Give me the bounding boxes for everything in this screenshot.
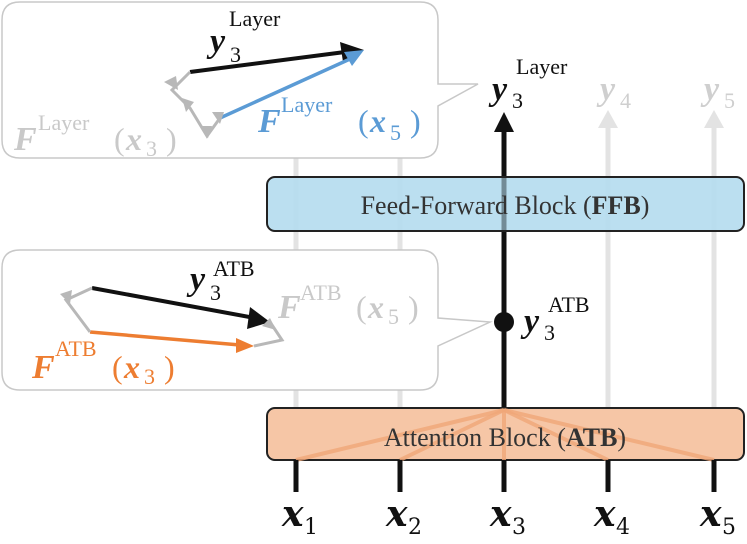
input-x4: x — [593, 493, 616, 535]
atb-black-vector — [91, 286, 256, 320]
input-x3-sub: 3 — [512, 515, 526, 539]
layer-gray-path — [169, 70, 222, 139]
output-y3-sup: Layer — [516, 54, 568, 79]
arrow-y4-faded — [598, 110, 618, 128]
input-subscripts: 1 2 3 4 5 — [304, 515, 736, 540]
atb-f-gray-arg-sub: 5 — [388, 304, 399, 329]
layer-f-blue-sup: Layer — [281, 92, 333, 117]
ffb-label: Feed-Forward Block (FFB) — [361, 191, 650, 220]
input-labels: x x x x x — [281, 493, 722, 535]
atb-black-arrowhead — [247, 307, 270, 329]
mid-node-y: y — [520, 303, 540, 340]
atb-f-orange-open: ( — [112, 349, 123, 385]
layer-f-blue-close: ) — [410, 103, 421, 139]
layer-f-gray-arg: x — [125, 121, 142, 157]
atb-f-gray-close: ) — [408, 289, 419, 325]
layer-f-gray-base: F — [13, 121, 37, 158]
layer-f-blue-arg-sub: 5 — [390, 120, 401, 145]
atb-f-orange-sup: ATB — [55, 336, 97, 361]
layer-black-vector — [189, 50, 346, 74]
input-x1-sub: 1 — [304, 515, 318, 539]
input-x1: x — [281, 493, 304, 535]
callout-atb: y ATB 3 F ATB ( x 5 ) F ATB ( x 3 ) — [1, 249, 493, 391]
layer-f-gray-arg-sub: 3 — [146, 136, 157, 161]
atb-f-gray-base: F — [277, 289, 301, 326]
atb-output-node — [494, 312, 514, 332]
atb-f-orange-arg-sub: 3 — [144, 364, 155, 389]
output-y5-sub: 5 — [724, 88, 735, 113]
callout-layer-bubble — [1, 1, 479, 159]
layer-f-gray-sup: Layer — [38, 110, 90, 135]
attention-fan — [295, 408, 715, 462]
atb-orange-arrowhead — [236, 338, 254, 353]
layer-blue-arrowhead — [344, 50, 364, 66]
output-y5: y — [700, 71, 720, 108]
atb-f-gray-arg: x — [367, 289, 384, 325]
input-x2: x — [385, 493, 408, 535]
input-x5: x — [699, 493, 722, 535]
input-x4-sub: 4 — [616, 515, 630, 539]
layer-y-label: y — [206, 23, 226, 60]
atb-gray-arrowhead-left — [60, 290, 72, 304]
arrow-y5-faded — [704, 110, 724, 128]
atb-orange-vector — [89, 330, 241, 347]
atb-f-gray-sup: ATB — [300, 280, 342, 305]
input-x5-sub: 5 — [722, 515, 736, 539]
layer-f-blue-open: ( — [358, 103, 369, 139]
atb-f-orange-base: F — [31, 349, 55, 386]
mid-node-sub: 3 — [544, 320, 555, 345]
output-y4: y — [596, 71, 616, 108]
atb-gray-arrowhead-right — [262, 318, 276, 330]
mid-node-sup: ATB — [548, 292, 590, 317]
input-x3: x — [489, 493, 512, 535]
layer-gray-arrowhead-3 — [200, 126, 212, 138]
atb-y-label: y — [186, 261, 206, 298]
layer-gray-arrowhead-1 — [164, 76, 178, 90]
layer-f-blue-arg: x — [369, 103, 386, 139]
atb-f-orange-arg: x — [123, 349, 140, 385]
layer-gray-arrowhead-4 — [212, 112, 224, 124]
atb-y-sup: ATB — [213, 256, 255, 281]
layer-gray-arrowhead-2 — [182, 98, 194, 112]
input-stubs — [293, 460, 717, 492]
output-y3: y — [488, 71, 508, 108]
atb-y-sub: 3 — [210, 280, 221, 305]
layer-f-blue-base: F — [257, 103, 281, 140]
ffb-block — [266, 176, 745, 232]
callout-atb-bubble — [1, 249, 493, 391]
layer-f-gray-open: ( — [114, 121, 125, 157]
layer-y-sub: 3 — [230, 42, 241, 67]
layer-y-sup: Layer — [229, 6, 281, 31]
arrow-y3 — [494, 112, 514, 132]
atb-f-orange-close: ) — [164, 349, 175, 385]
output-y3-sub: 3 — [512, 88, 523, 113]
layer-f-gray-close: ) — [166, 121, 177, 157]
layer-blue-vector — [219, 57, 351, 120]
input-x2-sub: 2 — [408, 515, 422, 539]
output-y4-sub: 4 — [620, 88, 631, 113]
atb-f-gray-open: ( — [356, 289, 367, 325]
callout-layer: y Layer 3 F Layer ( x 5 ) F Layer ( x 3 … — [1, 1, 479, 161]
atb-label: Attention Block (ATB) — [384, 423, 626, 452]
